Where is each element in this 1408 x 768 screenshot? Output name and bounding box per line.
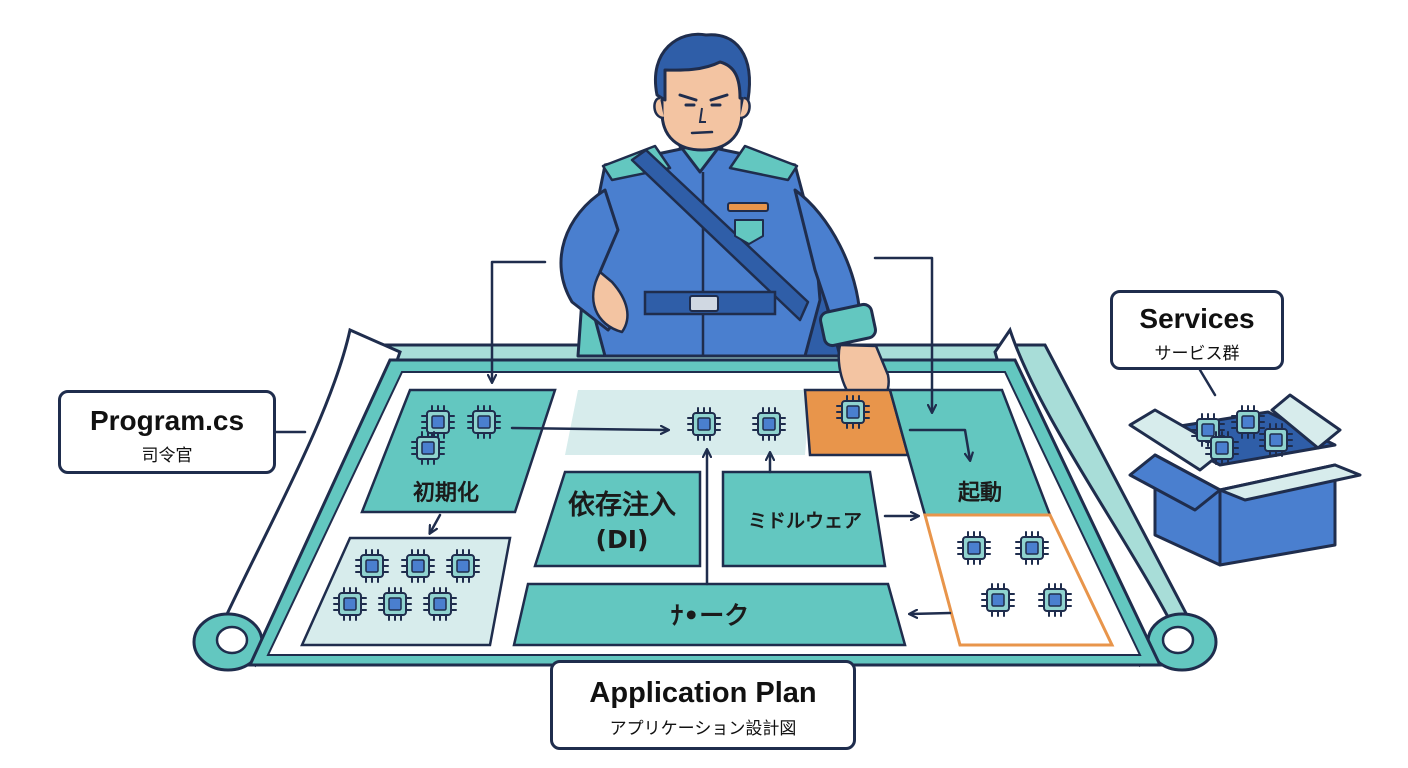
block-middleware: ミドルウェア xyxy=(721,470,887,568)
plan-title: Application Plan xyxy=(589,677,817,709)
services-subtitle: サービス群 xyxy=(1154,344,1240,364)
services-label-box: Services サービス群 xyxy=(1110,290,1284,370)
block-di-label-line2: (DI) xyxy=(596,525,649,554)
block-init: 初期化 xyxy=(360,388,557,514)
block-start-label: 起動 xyxy=(957,481,1002,506)
block-middleware-label: ミドルウェア xyxy=(748,510,862,532)
block-init-label: 初期化 xyxy=(413,480,479,506)
flow-arrows xyxy=(430,256,970,614)
block-di: 依存注入 (DI) xyxy=(533,470,702,568)
arrow-icon xyxy=(492,260,547,382)
program-title: Program.cs xyxy=(89,405,245,436)
services-title: Services xyxy=(1139,303,1255,334)
arrow-icon xyxy=(873,256,932,412)
label-connectors xyxy=(274,368,1217,434)
arrow-icon xyxy=(430,513,442,533)
arrow-icon xyxy=(510,428,668,430)
block-di-area xyxy=(565,390,810,455)
arrow-icon xyxy=(910,613,952,614)
program-label-box: Program.cs 司令官 xyxy=(58,390,276,474)
plan-label-box: Application Plan アプリケーション設計図 xyxy=(550,660,856,750)
block-build-label: ﾅ•ーク xyxy=(671,601,749,630)
program-subtitle: 司令官 xyxy=(141,446,193,466)
commander-figure xyxy=(559,32,890,408)
arrow-icon xyxy=(908,428,970,460)
block-di-label-line1: 依存注入 xyxy=(568,489,676,521)
block-build: ﾅ•ーク xyxy=(512,582,907,647)
plan-subtitle: アプリケーション設計図 xyxy=(609,719,797,739)
services-box-icon xyxy=(1128,393,1362,567)
